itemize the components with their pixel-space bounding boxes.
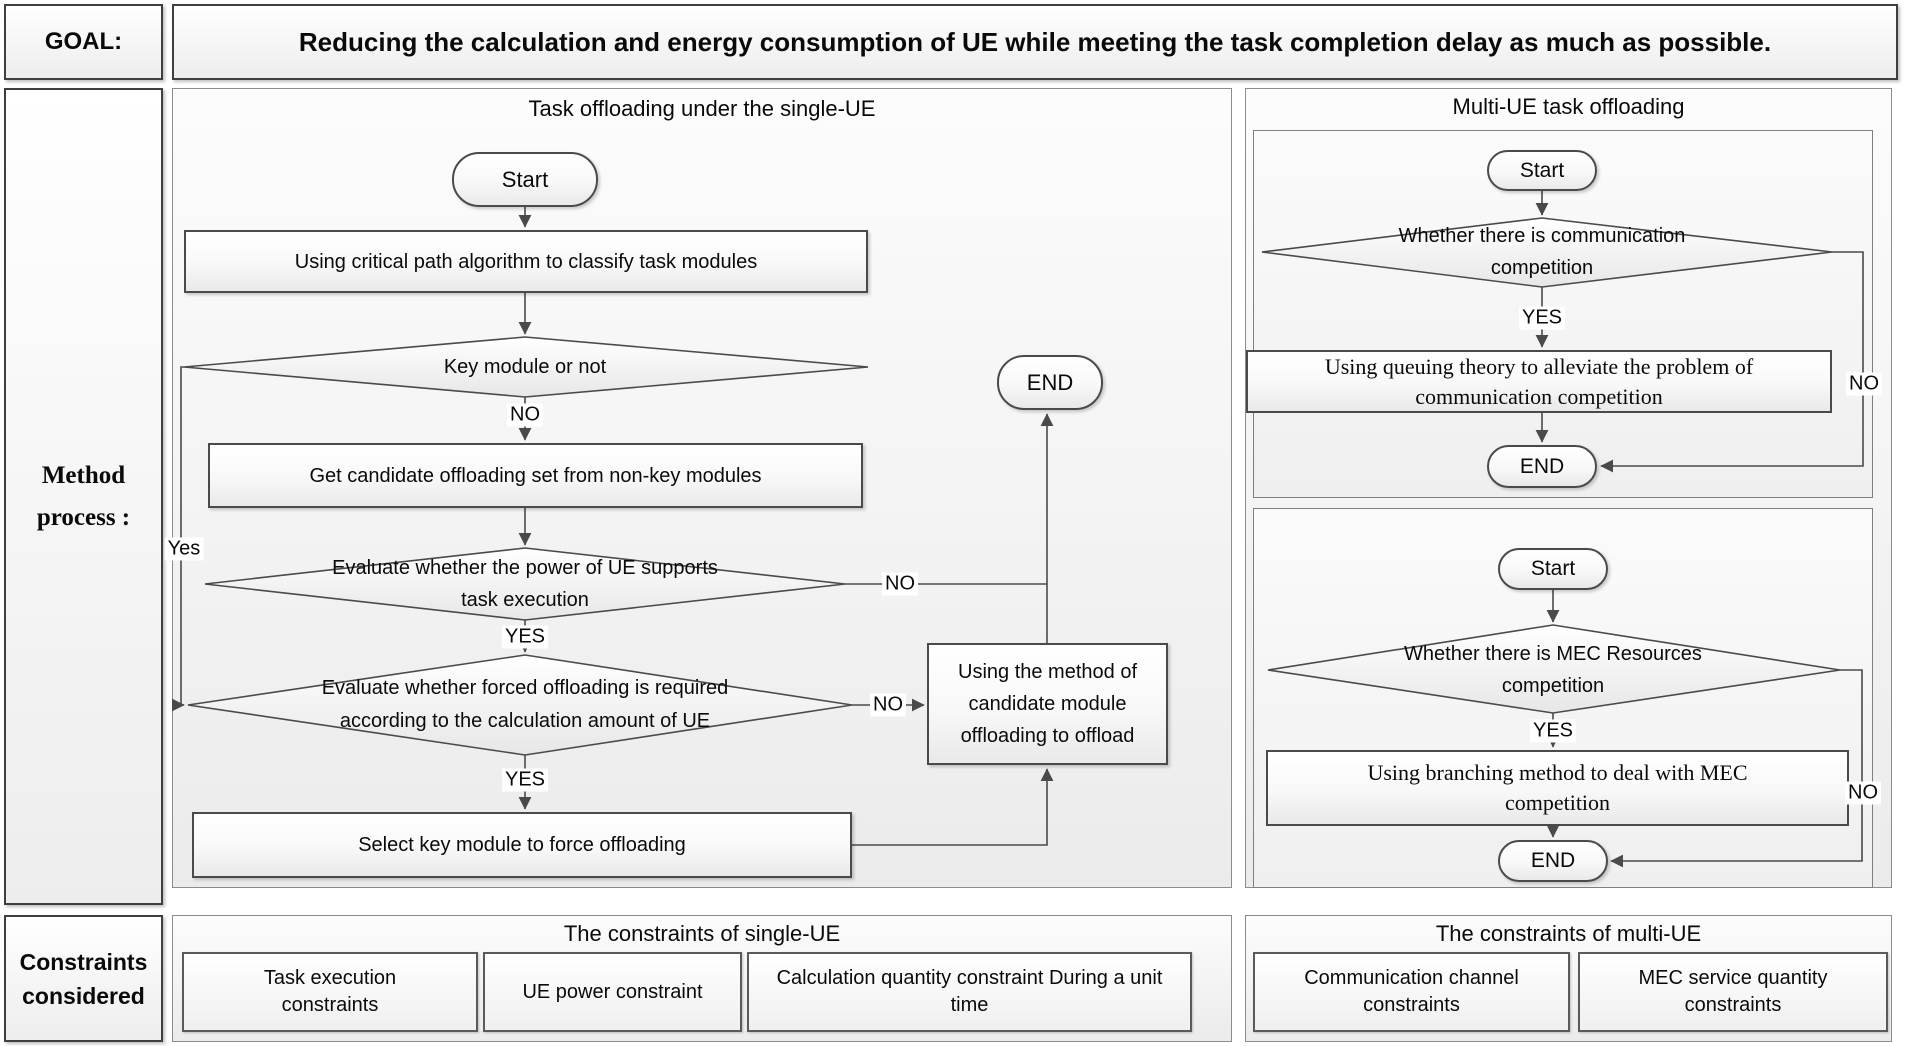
decision-communication-competition-text: Whether there is communication competiti…: [1398, 225, 1686, 279]
multi-ue-chart1-start-node: Start: [1487, 150, 1597, 191]
label-yes-mec: YES: [1529, 719, 1577, 743]
constraints-label-line2: considered: [22, 982, 145, 1009]
constraint-ue-power: UE power constraint: [483, 952, 742, 1032]
process-candidate-offloading-method: Using the method of candidate module off…: [927, 643, 1168, 765]
method-label-line2: process :: [36, 503, 131, 531]
goal-text: Reducing the calculation and energy cons…: [298, 26, 1772, 57]
goal-bar: Reducing the calculation and energy cons…: [172, 4, 1898, 80]
constraint-calculation-quantity-text: Calculation quantity constraint During a…: [776, 967, 1163, 1016]
single-ue-start-node: Start: [452, 152, 598, 207]
method-label-line1: Method: [41, 461, 126, 489]
label-yes-forced: YES: [501, 768, 549, 792]
process-queuing-theory-text: Using queuing theory to alleviate the pr…: [1324, 353, 1754, 409]
process-select-key-module: Select key module to force offloading: [192, 812, 852, 878]
process-classify-task-modules: Using critical path algorithm to classif…: [184, 230, 868, 293]
constraint-calculation-quantity: Calculation quantity constraint During a…: [747, 952, 1192, 1032]
label-no-mec: NO: [1845, 781, 1881, 805]
single-ue-title: Task offloading under the single-UE: [528, 96, 876, 121]
multi-ue-chart1-end-node: END: [1487, 445, 1597, 488]
single-ue-end-node: END: [997, 355, 1103, 410]
constraint-ue-power-text: UE power constraint: [522, 980, 703, 1003]
label-no-forced: NO: [870, 693, 906, 717]
constraints-considered-label: Constraints considered: [4, 915, 163, 1042]
decision-power-text: Evaluate whether the power of UE support…: [332, 557, 718, 611]
label-no-power: NO: [882, 572, 918, 596]
multi-ue-chart2-start-node: Start: [1498, 548, 1608, 590]
process-branching-method-text: Using branching method to deal with MEC …: [1367, 760, 1748, 815]
process-branching-method: Using branching method to deal with MEC …: [1266, 750, 1849, 826]
multi-ue-chart2-end-node: END: [1498, 840, 1608, 882]
decision-key-module-text: Key module or not: [443, 355, 607, 378]
decision-forced-offloading-text: Evaluate whether forced offloading is re…: [321, 676, 729, 732]
goal-label: GOAL:: [4, 4, 163, 80]
label-no-communication: NO: [1846, 372, 1882, 396]
constraint-task-execution: Task execution constraints: [182, 952, 478, 1032]
constraint-task-execution-text: Task execution constraints: [263, 967, 397, 1016]
constraint-mec-service-quantity: MEC service quantity constraints: [1578, 952, 1888, 1032]
constraint-communication-channel-text: Communication channel constraints: [1304, 967, 1519, 1016]
label-yes-power: YES: [501, 625, 549, 649]
label-yes-left: Yes: [164, 537, 204, 561]
process-get-candidate-set: Get candidate offloading set from non-ke…: [208, 443, 863, 508]
method-process-label: Method process :: [4, 88, 163, 905]
multi-ue-title: Multi-UE task offloading: [1452, 94, 1685, 119]
label-no-key: NO: [507, 403, 543, 427]
constraint-communication-channel: Communication channel constraints: [1253, 952, 1570, 1032]
goal-label-text: GOAL:: [44, 28, 123, 55]
process-queuing-theory: Using queuing theory to alleviate the pr…: [1246, 350, 1832, 413]
constraints-multi-ue-title: The constraints of multi-UE: [1435, 921, 1702, 946]
constraints-single-ue-title: The constraints of single-UE: [563, 921, 841, 946]
constraint-mec-service-quantity-text: MEC service quantity constraints: [1638, 967, 1828, 1016]
label-yes-communication: YES: [1518, 306, 1566, 330]
decision-mec-competition-text: Whether there is MEC Resources competiti…: [1404, 643, 1702, 697]
constraints-label-line1: Constraints: [19, 948, 148, 975]
